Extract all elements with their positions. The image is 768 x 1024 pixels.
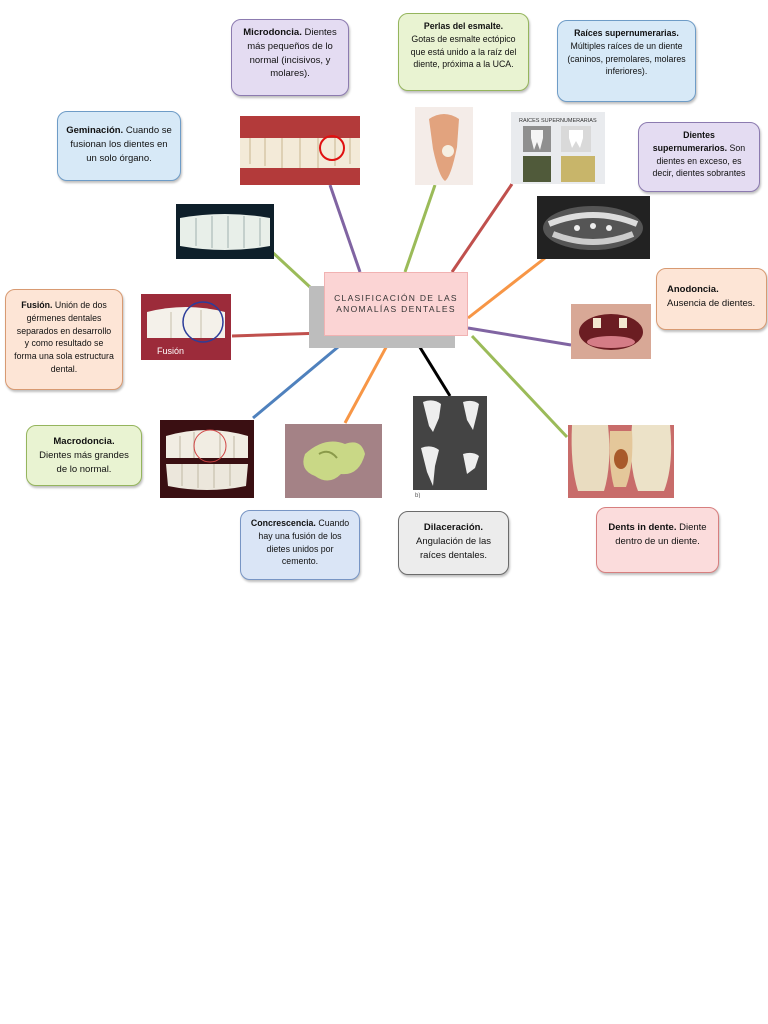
box-supernumerarios-title: Dientes supernumerarios. bbox=[652, 130, 728, 153]
line-fusion bbox=[231, 331, 325, 338]
box-supernumerarios: Dientes supernumerarios. Son dientes en … bbox=[638, 122, 760, 192]
fusion-highlight-circle bbox=[182, 301, 224, 343]
dilaceracion-photo: b) bbox=[413, 396, 487, 498]
fusion-photo: Fusión bbox=[141, 294, 231, 360]
center-title-line2: ANOMALÍAS DENTALES bbox=[336, 304, 456, 314]
dilaceracion-photo-caption: b) bbox=[415, 493, 420, 498]
box-microdoncia-title: Microdoncia. bbox=[243, 27, 302, 38]
box-raices-title: Raíces supernumerarias. bbox=[574, 28, 679, 38]
center-node: CLASIFICACIÓN DE LAS ANOMALÍAS DENTALES bbox=[324, 272, 468, 336]
box-dilaceracion-title: Dilaceración. bbox=[423, 522, 484, 533]
box-macrodoncia-title: Macrodoncia. bbox=[53, 436, 115, 447]
box-microdoncia: Microdoncia. Dientes más pequeños de lo … bbox=[231, 19, 349, 96]
fusion-photo-caption: Fusión bbox=[157, 346, 184, 356]
dents-photo bbox=[568, 425, 674, 498]
anodoncia-photo bbox=[571, 304, 651, 359]
line-supernumerarios bbox=[467, 256, 546, 320]
box-dents: Dents in dente. Diente dentro de un dien… bbox=[596, 507, 719, 573]
microdoncia-photo bbox=[240, 116, 360, 185]
box-geminacion-text: Cuando se fusionan los dientes en un sol… bbox=[70, 125, 172, 164]
macrodoncia-photo bbox=[160, 420, 254, 498]
concrescencia-photo bbox=[285, 424, 382, 498]
box-dilaceracion-text: Angulación de las raíces dentales. bbox=[416, 535, 491, 561]
box-perlas: Perlas del esmalte. Gotas de esmalte ectó… bbox=[398, 13, 529, 91]
box-concrescencia-title: Concrescencia. bbox=[250, 518, 316, 528]
box-macrodoncia: Macrodoncia. Dientes más grandes de lo no… bbox=[26, 425, 142, 486]
line-concrescencia bbox=[343, 339, 392, 424]
box-concrescencia: Concrescencia. Cuando hay una fusión de … bbox=[240, 510, 360, 580]
line-anodoncia bbox=[467, 326, 572, 347]
raices-photo-caption: RAICES SUPERNUMERARIAS bbox=[519, 118, 597, 124]
line-perlas bbox=[403, 184, 437, 273]
box-dents-title: Dents in dente. bbox=[608, 522, 677, 533]
box-supernumerarios-text: Son dientes en exceso, es decir, dientes… bbox=[652, 142, 746, 179]
microdoncia-highlight-circle bbox=[319, 135, 345, 161]
box-fusion: Fusión. Unión de dos gérmenes dentales s… bbox=[5, 289, 123, 390]
center-title-line1: CLASIFICACIÓN DE LAS bbox=[334, 292, 458, 303]
perlas-photo bbox=[415, 107, 473, 185]
box-fusion-title: Fusión. bbox=[21, 300, 53, 310]
supernumerarios-xray bbox=[537, 196, 650, 259]
box-dilaceracion: Dilaceración. Angulación de las raíces de… bbox=[398, 511, 509, 575]
box-anodoncia-title: Anodoncia. bbox=[667, 284, 719, 295]
box-raices: Raíces supernumerarias. Múltiples raíces … bbox=[557, 20, 696, 102]
box-geminacion: Geminación. Cuando se fusionan los dient… bbox=[57, 111, 181, 181]
box-fusion-text: Unión de dos gérmenes dentales separados… bbox=[14, 300, 114, 374]
box-macrodoncia-text: Dientes más grandes de lo normal. bbox=[39, 449, 129, 475]
box-dents-text: Diente dentro de un diente. bbox=[615, 522, 707, 547]
box-perlas-title: Perlas del esmalte. bbox=[423, 21, 504, 31]
line-dents bbox=[470, 334, 569, 439]
box-raices-text: Múltiples raíces de un diente (caninos, … bbox=[567, 40, 686, 77]
box-geminacion-title: Geminación. bbox=[66, 125, 124, 136]
box-anodoncia-text: Ausencia de dientes. bbox=[667, 297, 756, 309]
box-perlas-text: Gotas de esmalte ectópico que está unido… bbox=[410, 33, 517, 70]
line-microdoncia bbox=[328, 184, 362, 273]
box-anodoncia: Anodoncia. Ausencia de dientes. bbox=[656, 268, 767, 330]
raices-photo: RAICES SUPERNUMERARIAS bbox=[511, 112, 605, 184]
box-microdoncia-text: Dientes más pequeños de lo normal (incis… bbox=[247, 27, 337, 80]
line-macrodoncia bbox=[252, 335, 351, 420]
line-raices bbox=[450, 183, 514, 273]
geminacion-photo bbox=[176, 204, 274, 259]
macrodoncia-highlight-circle bbox=[193, 429, 227, 463]
box-concrescencia-text: Cuando hay una fusión de los dietes unid… bbox=[258, 518, 350, 567]
